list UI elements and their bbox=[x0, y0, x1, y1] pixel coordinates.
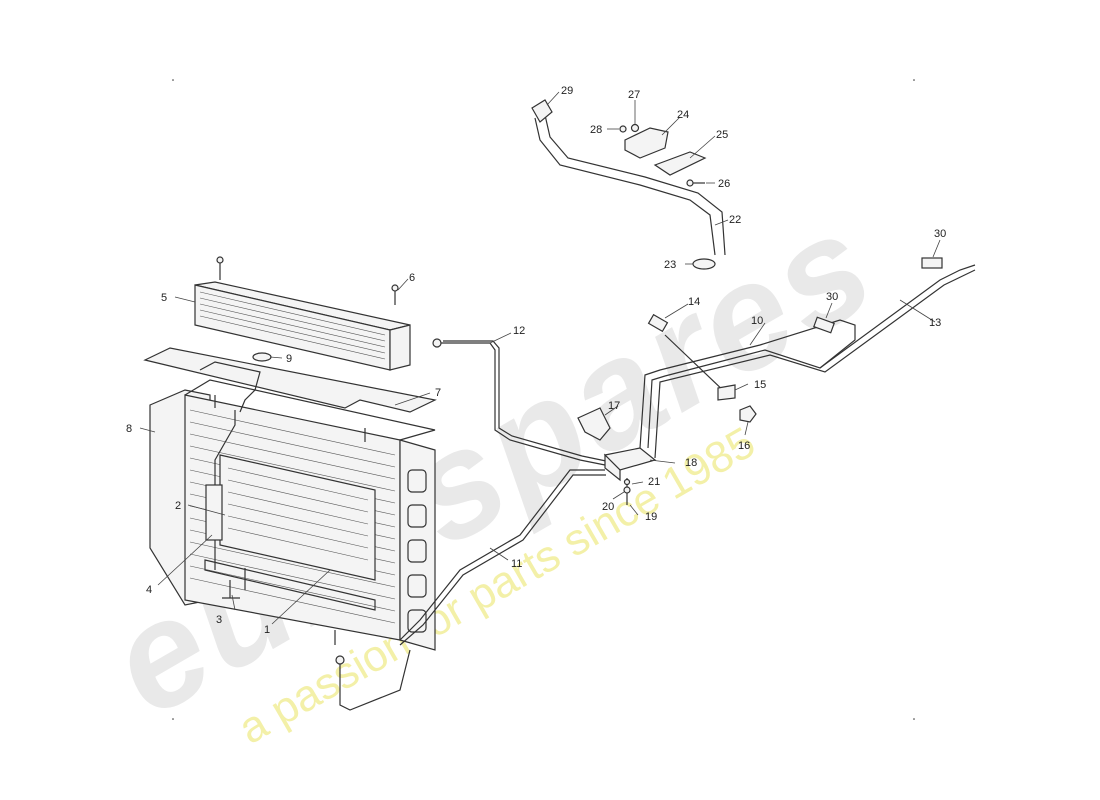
tank-slot bbox=[407, 574, 427, 598]
callout-1: 1 bbox=[264, 624, 270, 636]
washer-21 bbox=[623, 478, 631, 486]
callout-11: 11 bbox=[511, 558, 522, 570]
callout-26: 26 bbox=[718, 178, 730, 190]
bolt-head bbox=[686, 179, 694, 187]
tank-slot bbox=[407, 469, 427, 493]
callout-4: 4 bbox=[146, 584, 152, 596]
radiator-assembly bbox=[149, 379, 436, 651]
pipe-12-fitting bbox=[432, 338, 442, 348]
plate-pipe bbox=[199, 361, 261, 413]
callout-6: 6 bbox=[409, 272, 415, 284]
clamp-24 bbox=[624, 127, 669, 159]
oil-pipes-lower bbox=[335, 338, 607, 711]
block-side bbox=[604, 453, 621, 482]
junction-block bbox=[577, 407, 657, 505]
tank-slot bbox=[407, 504, 427, 528]
clip-14 bbox=[647, 313, 669, 333]
callout-24: 24 bbox=[677, 109, 689, 121]
callout-23: 23 bbox=[664, 259, 676, 271]
callout-2: 2 bbox=[175, 500, 181, 512]
callout-20: 20 bbox=[602, 501, 614, 513]
callout-15: 15 bbox=[754, 379, 766, 391]
clip-15 bbox=[717, 384, 736, 401]
oil-pipe-11 bbox=[399, 469, 605, 641]
callout-28: 28 bbox=[590, 124, 602, 136]
hose-end-29 bbox=[531, 99, 553, 123]
screw-head bbox=[216, 256, 224, 264]
drain-fitting bbox=[335, 655, 345, 665]
union-30-upper bbox=[921, 257, 943, 269]
callout-7: 7 bbox=[435, 387, 441, 399]
drain-pipe bbox=[339, 649, 411, 711]
screw-head bbox=[391, 284, 399, 292]
callout-16: 16 bbox=[738, 440, 750, 452]
radiator-top-rail bbox=[184, 379, 436, 441]
callout-19: 19 bbox=[645, 511, 657, 523]
leader-lines bbox=[139, 91, 941, 625]
mounting-plate bbox=[143, 347, 437, 413]
oil-pipe-13-edge bbox=[654, 269, 976, 459]
top-oil-cooler bbox=[194, 256, 411, 371]
oil-pipe-11-edge bbox=[399, 474, 606, 646]
callout-13: 13 bbox=[929, 317, 941, 329]
hose-22-edge bbox=[544, 114, 726, 256]
callout-25: 25 bbox=[716, 129, 728, 141]
washer-20 bbox=[623, 486, 631, 494]
callout-labels: 1 2 3 4 5 6 7 8 9 10 11 12 13 14 15 16 1… bbox=[126, 85, 946, 636]
callout-30-upper: 30 bbox=[934, 228, 946, 240]
radiator-header-tank bbox=[399, 439, 436, 651]
bottom-bracket bbox=[204, 559, 376, 611]
callout-3: 3 bbox=[216, 614, 222, 626]
cooler-end-cap bbox=[389, 324, 411, 371]
callout-17: 17 bbox=[608, 400, 620, 412]
bracket-25 bbox=[653, 151, 707, 176]
nut-27 bbox=[630, 123, 640, 133]
callout-29: 29 bbox=[561, 85, 573, 97]
plate-body bbox=[143, 347, 437, 413]
o-ring-23 bbox=[692, 258, 716, 270]
washer-28 bbox=[619, 125, 627, 133]
grommet-9 bbox=[252, 352, 272, 362]
hose-22 bbox=[534, 117, 716, 256]
callout-21: 21 bbox=[648, 476, 660, 488]
inner-cooler-fins bbox=[227, 467, 369, 561]
clip-stud bbox=[664, 334, 729, 396]
drain-union bbox=[222, 568, 246, 599]
callout-5: 5 bbox=[161, 292, 167, 304]
callout-27: 27 bbox=[628, 89, 640, 101]
registration-marks bbox=[172, 79, 915, 720]
bracket-17 bbox=[577, 407, 611, 441]
nut-16 bbox=[739, 405, 757, 423]
pipe-sleeve bbox=[205, 484, 223, 541]
callout-22: 22 bbox=[729, 214, 741, 226]
oil-pipe-10 bbox=[639, 319, 856, 449]
callout-18: 18 bbox=[685, 457, 697, 469]
pipe-clips bbox=[647, 313, 757, 423]
callout-10: 10 bbox=[751, 315, 763, 327]
union-30-lower bbox=[813, 316, 835, 334]
oil-pipes-upper bbox=[639, 257, 976, 459]
callout-8: 8 bbox=[126, 423, 132, 435]
tank-slot bbox=[407, 539, 427, 563]
callout-12: 12 bbox=[513, 325, 525, 337]
breather-hose bbox=[531, 99, 726, 270]
cooler-fins bbox=[199, 291, 386, 360]
oil-pipe-13 bbox=[647, 264, 976, 449]
callout-14: 14 bbox=[688, 296, 700, 308]
callout-9: 9 bbox=[286, 353, 292, 365]
callout-30-lower: 30 bbox=[826, 291, 838, 303]
oil-pipe-12-edge bbox=[443, 340, 607, 462]
